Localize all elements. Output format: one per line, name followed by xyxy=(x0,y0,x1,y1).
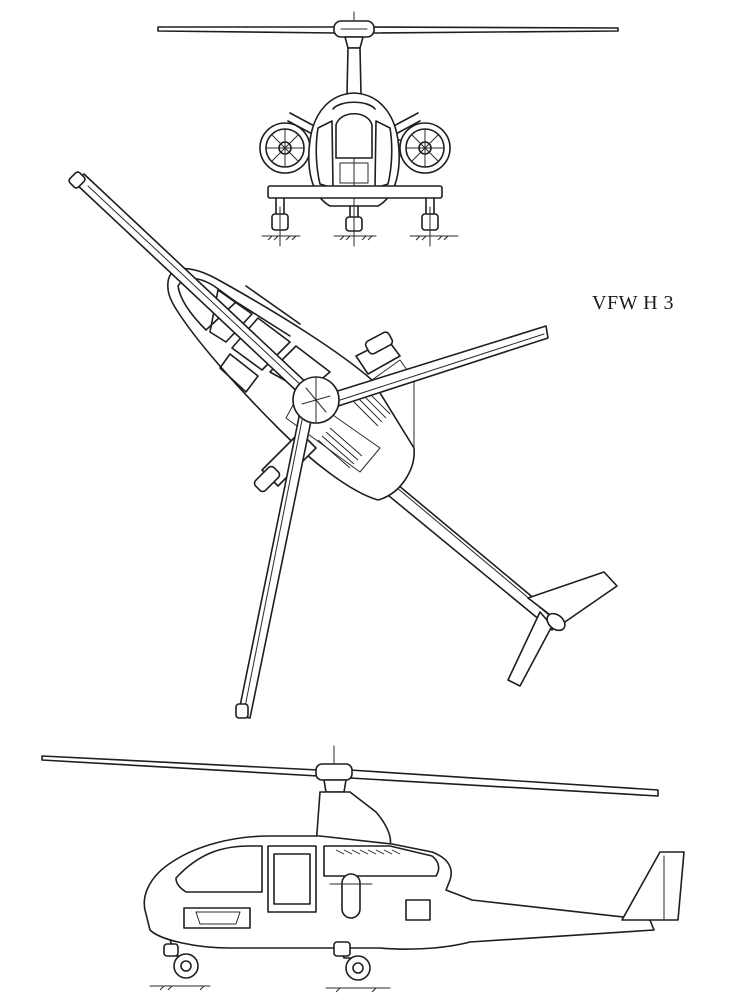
front-rotor-mast xyxy=(344,36,364,95)
top-view xyxy=(68,171,618,719)
top-rotor-blades xyxy=(68,171,549,719)
top-rotor-hub xyxy=(292,376,340,424)
aircraft-designation-label: VFW H 3 xyxy=(592,292,675,314)
front-landing-gear xyxy=(261,185,459,247)
front-view xyxy=(157,11,619,247)
top-tail-fin xyxy=(507,571,618,687)
side-fuselage xyxy=(143,835,655,950)
side-view xyxy=(41,745,685,993)
right-ducted-fan xyxy=(391,122,451,174)
front-fuselage xyxy=(308,92,400,207)
top-fan-pod-right xyxy=(349,331,401,427)
side-landing-gear xyxy=(149,939,391,993)
front-rotor-blades xyxy=(157,26,619,34)
side-rotor-head xyxy=(315,745,392,847)
side-vertical-tail xyxy=(621,851,685,921)
front-rotor-hub xyxy=(333,11,375,38)
top-tail-boom xyxy=(371,469,561,631)
